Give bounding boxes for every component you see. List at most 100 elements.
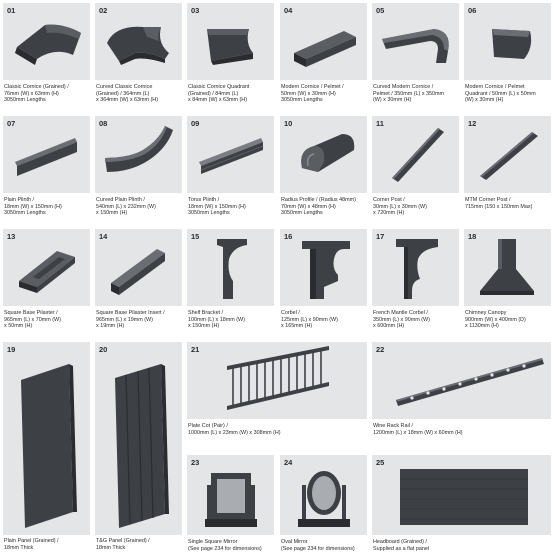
product-number: 07 [7,119,16,128]
wine-rack-rail-icon [396,358,544,406]
product-caption: Square Base Pilaster Insert /965mm (L) x… [96,310,165,330]
product-caption: Shelf Bracket /100mm (L) x 18mm (W)x 150… [188,310,245,330]
product-caption: French Mantle Corbel /350mm (L) x 90mm (… [373,310,430,330]
product-number: 18 [468,232,477,241]
square-base-pilaster-icon [19,251,75,293]
product-caption: Plate Cot (Pair) /1000mm (L) x 23mm (W) … [188,423,281,436]
product-01: 01 Classic Cornice (Grained) /76mm (W) x… [3,3,90,113]
product-caption: Modern Cornice / Pelmet /50mm (W) x 30mm… [281,84,344,104]
product-number: 10 [284,119,293,128]
shelf-bracket-icon [217,239,247,299]
product-number: 03 [191,6,200,15]
product-caption: Curved Classic Cornice(Grained) / 364mm … [96,84,158,104]
product-22: 22 Wine Rack Rail /1200mm (L) x 18mm (W)… [372,342,551,452]
product-number: 04 [284,6,293,15]
product-tile [372,342,551,419]
product-caption: Curved Plain Plinth /540mm (L) x 232mm (… [96,197,156,217]
product-number: 24 [284,458,293,467]
plate-cot-icon [227,346,329,410]
product-number: 02 [99,6,108,15]
product-caption: Torus Plinth /18mm (W) x 150mm (H)3050mm… [188,197,246,217]
product-number: 23 [191,458,200,467]
curved-modern-cornice-icon [382,29,449,63]
product-caption: Plain Plinth /18mm (W) x 150mm (H)3050mm… [4,197,62,217]
product-07: 07 Plain Plinth /18mm (W) x 150mm (H)305… [3,116,90,226]
cornice-quadrant-icon [207,29,253,65]
chimney-canopy-icon [480,239,534,295]
classic-cornice-icon [15,24,81,65]
product-19: 19 Plain Panel (Grained) /18mm Thick [3,342,90,557]
product-21: 21 Plate Cot (Pair) /1000mm (L) x 23mm (… [187,342,367,452]
product-caption: Classic Cornice Quadrant(Grained) / 84mm… [188,84,250,104]
product-number: 01 [7,6,16,15]
product-number: 05 [376,6,385,15]
product-caption: Corbel /125mm (L) x 90mm (W)x 165mm (H) [281,310,338,330]
product-14: 14 Square Base Pilaster Insert /965mm (L… [95,229,182,339]
tg-panel-icon [115,364,169,528]
product-24: 24 Oval Mirror(See page 234 for dimensio… [280,455,367,557]
headboard-icon [400,469,528,525]
product-caption: Square Base Pilaster /965mm (L) x 70mm (… [4,310,61,330]
product-04: 04 Modern Cornice / Pelmet /50mm (W) x 3… [280,3,367,113]
product-25: 25 Headboard (Grained) /Supplied as a fl… [372,455,551,557]
product-number: 13 [7,232,16,241]
product-number: 16 [284,232,293,241]
product-number: 09 [191,119,200,128]
product-caption: MTM Corner Post /715mm (150 x 150mm Max) [465,197,533,210]
product-number: 15 [191,232,200,241]
french-mantle-corbel-icon [396,239,438,299]
mtm-corner-post-icon [480,132,538,180]
product-16: 16 Corbel /125mm (L) x 90mm (W)x 165mm (… [280,229,367,339]
product-number: 06 [468,6,477,15]
plain-plinth-icon [15,138,77,176]
product-caption: T&G Panel (Grained) /18mm Thick [96,538,150,551]
product-number: 12 [468,119,477,128]
product-number: 14 [99,232,108,241]
product-number: 25 [376,458,385,467]
product-12: 12 MTM Corner Post /715mm (150 x 150mm M… [464,116,551,226]
product-13: 13 Square Base Pilaster /965mm (L) x 70m… [3,229,90,339]
product-caption: Plain Panel (Grained) /18mm Thick [4,538,59,551]
curved-plain-plinth-icon [105,126,173,172]
corbel-icon [302,241,350,299]
single-square-mirror-icon [205,473,257,527]
product-number: 19 [7,345,16,354]
pilaster-insert-icon [111,249,165,295]
product-09: 09 Torus Plinth /18mm (W) x 150mm (H)305… [187,116,274,226]
product-caption: Wine Rack Rail /1200mm (L) x 18mm (W) x … [373,423,463,436]
product-number: 17 [376,232,385,241]
product-10: 10 Radius Profile / (Radius 48mm)70mm (W… [280,116,367,226]
plain-panel-icon [21,364,77,528]
product-03: 03 Classic Cornice Quadrant(Grained) / 8… [187,3,274,113]
radius-profile-icon [301,134,355,172]
oval-mirror-icon [298,471,350,527]
product-caption: Classic Cornice (Grained) /76mm (W) x 63… [4,84,69,104]
product-number: 20 [99,345,108,354]
torus-plinth-icon [199,138,264,174]
product-17: 17 French Mantle Corbel /350mm (L) x 90m… [372,229,459,339]
product-caption: Curved Modern Cornice /Pelmet / 350mm (L… [373,84,444,104]
product-caption: Headboard (Grained) /Supplied as a flat … [373,539,430,552]
product-number: 08 [99,119,108,128]
modern-cornice-quadrant-icon [492,29,532,59]
product-05: 05 Curved Modern Cornice /Pelmet / 350mm… [372,3,459,113]
product-caption: Oval Mirror(See page 234 for dimensions) [281,539,355,552]
product-number: 21 [191,345,200,354]
product-caption: Corner Post /30mm (L) x 30mm (W)x 720mm … [373,197,427,217]
product-number: 11 [376,119,384,128]
product-20: 20 T&G Panel (Grained) /18mm Thick [95,342,182,557]
corner-post-icon [392,128,444,182]
product-11: 11 Corner Post /30mm (L) x 30mm (W)x 720… [372,116,459,226]
product-tile [187,342,367,419]
product-caption: Radius Profile / (Radius 48mm)70mm (W) x… [281,197,356,217]
product-number: 22 [376,345,385,354]
product-23: 23 Single Square Mirror(See page 234 for… [187,455,274,557]
product-02: 02 Curved Classic Cornice(Grained) / 364… [95,3,182,113]
curved-classic-cornice-icon [107,26,169,65]
modern-cornice-icon [294,31,356,67]
product-08: 08 Curved Plain Plinth /540mm (L) x 232m… [95,116,182,226]
